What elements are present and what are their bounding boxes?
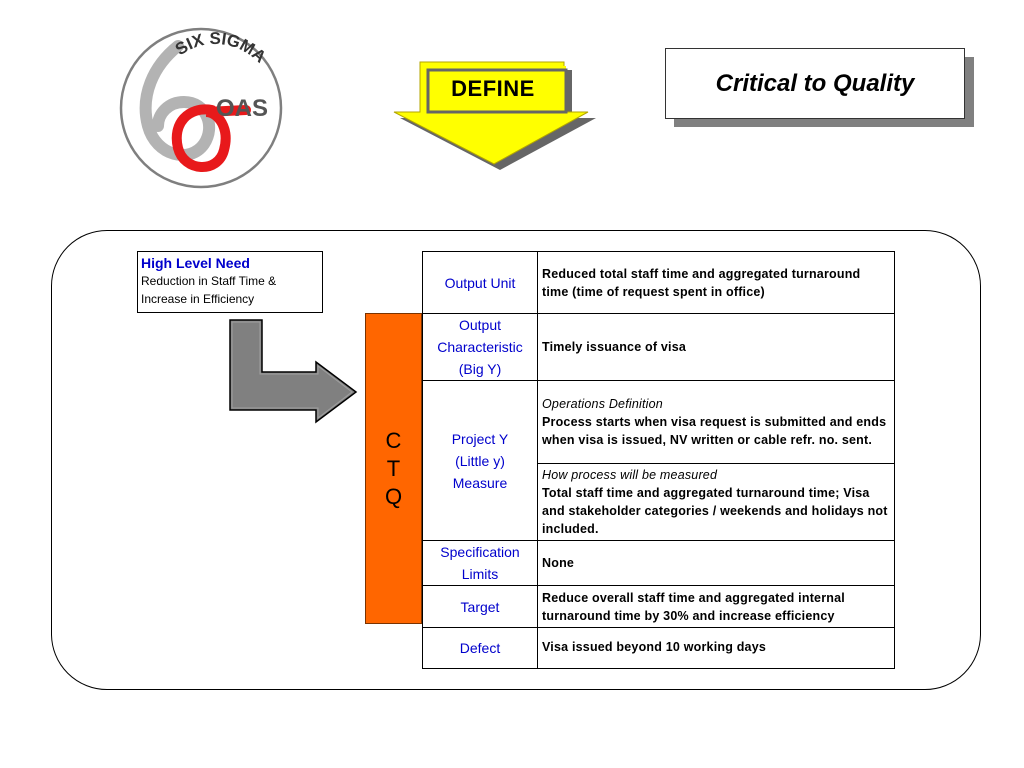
defect-label: Defect [422, 627, 538, 669]
label-line: Project Y [451, 430, 509, 447]
ctq-letter-c: C [385, 427, 402, 453]
table-row: Defect Visa issued beyond 10 working day… [422, 627, 895, 669]
measurement-text: Total staff time and aggregated turnarou… [542, 486, 888, 536]
operations-definition-text: Process starts when visa request is subm… [542, 415, 887, 447]
specification-limits-label: Specification Limits [422, 540, 538, 586]
output-unit-value: Reduced total staff time and aggregated … [537, 251, 895, 314]
table-row: Target Reduce overall staff time and agg… [422, 585, 895, 628]
project-y-label: Project Y (Little y) Measure [422, 380, 538, 541]
six-sigma-oas-logo: OAS SIX SIGMA [119, 27, 283, 189]
operations-definition-heading: Operations Definition [542, 397, 663, 411]
table-row: Output Characteristic (Big Y) Timely iss… [422, 313, 895, 381]
page-title: Critical to Quality [715, 69, 915, 97]
ctq-bar: C T Q [365, 313, 422, 624]
high-level-need-box: High Level Need Reduction in Staff Time … [137, 251, 323, 313]
label-line: Characteristic [437, 339, 523, 355]
defect-value: Visa issued beyond 10 working days [537, 627, 895, 669]
label-line: Specification [440, 544, 520, 560]
ctq-letter-t: T [386, 455, 401, 481]
output-unit-label: Output Unit [422, 251, 538, 314]
table-row: How process will be measured Total staff… [423, 463, 895, 541]
output-characteristic-value: Timely issuance of visa [537, 313, 895, 381]
measurement-cell: How process will be measured Total staff… [537, 463, 895, 541]
table-row: Project Y (Little y) Measure Operations … [422, 380, 895, 541]
label-line: Output [458, 317, 502, 333]
ctq-letter-q: Q [384, 483, 403, 509]
svg-text:OAS: OAS [216, 95, 268, 122]
operations-definition-cell: Operations Definition Process starts whe… [537, 380, 895, 464]
measurement-heading: How process will be measured [542, 468, 718, 482]
high-level-need-title: High Level Need [141, 255, 250, 271]
label-line: Limits [461, 566, 499, 582]
elbow-arrow-icon [229, 319, 358, 424]
label-line: Measure [452, 474, 508, 491]
table-row: Specification Limits None [422, 540, 895, 586]
ctq-table: Output Unit Reduced total staff time and… [422, 251, 895, 669]
table-row: Output Unit Reduced total staff time and… [422, 251, 895, 314]
title-box: Critical to Quality [665, 48, 965, 119]
label-line: (Big Y) [458, 361, 502, 377]
output-characteristic-label: Output Characteristic (Big Y) [422, 313, 538, 381]
target-value: Reduce overall staff time and aggregated… [537, 585, 895, 628]
define-label: DEFINE [451, 76, 535, 101]
define-arrow [393, 61, 596, 170]
target-label: Target [422, 585, 538, 628]
content-frame [51, 230, 981, 690]
high-level-need-description: Reduction in Staff Time & Increase in Ef… [141, 274, 277, 306]
specification-limits-value: None [537, 540, 895, 586]
label-line: (Little y) [455, 452, 505, 469]
